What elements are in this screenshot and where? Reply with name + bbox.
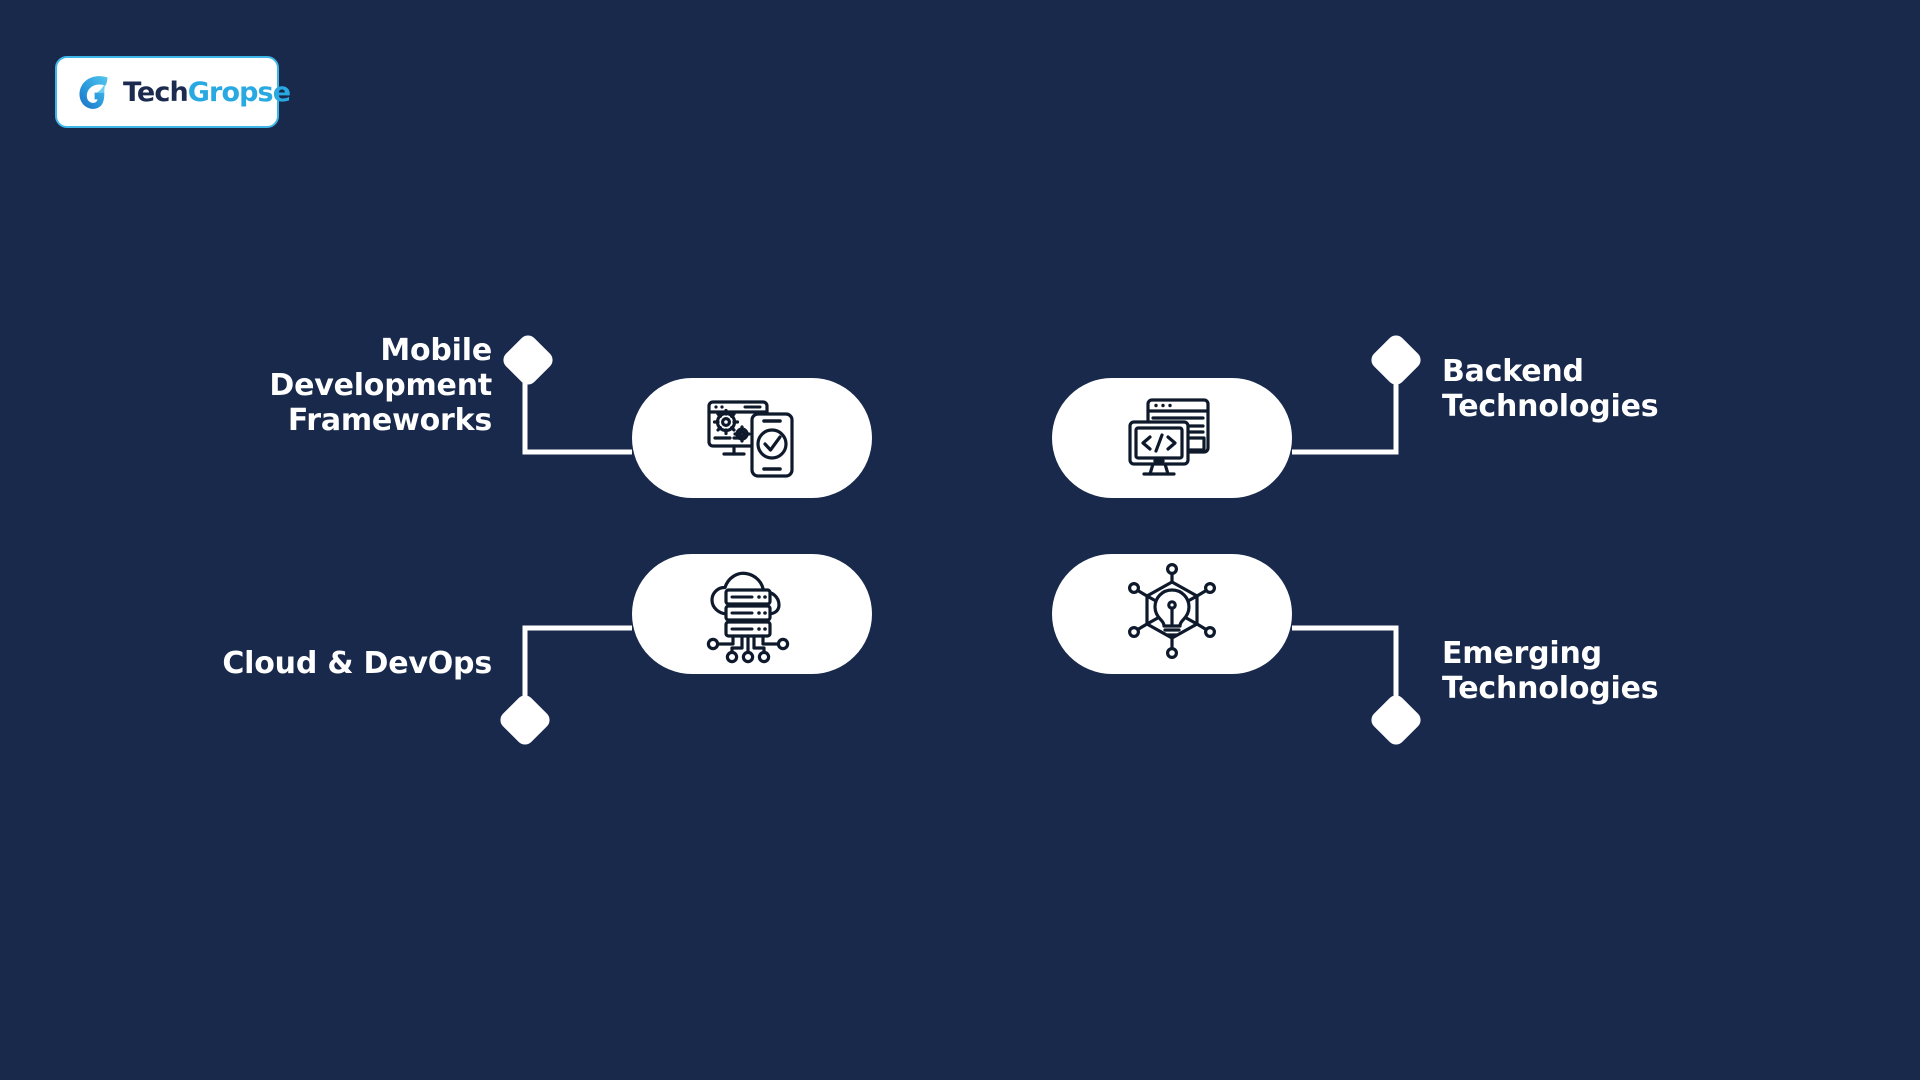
label-mobile-development-frameworks: Mobile Development Frameworks bbox=[269, 333, 492, 438]
card-backend[interactable] bbox=[1052, 378, 1292, 498]
cloud-server-network-icon bbox=[706, 571, 790, 664]
logo-wordmark-gropse: Gropse bbox=[187, 76, 291, 108]
label-emerging-technologies: Emerging Technologies bbox=[1442, 636, 1659, 706]
connector-line-backend bbox=[1292, 382, 1399, 455]
connector-node-cloud bbox=[500, 695, 550, 745]
connector-line-mobile bbox=[522, 382, 632, 455]
label-backend-technologies: Backend Technologies bbox=[1442, 354, 1659, 424]
card-emerging[interactable] bbox=[1052, 554, 1292, 674]
card-cloud[interactable] bbox=[632, 554, 872, 674]
techgropse-logo[interactable]: TechGropse bbox=[55, 56, 291, 128]
card-mobile[interactable] bbox=[632, 378, 872, 498]
mobile-app-development-icon bbox=[707, 400, 794, 478]
label-cloud-devops: Cloud & DevOps bbox=[222, 646, 492, 681]
logo-wordmark: TechGropse bbox=[123, 76, 291, 108]
logo-wordmark-tech: Tech bbox=[123, 76, 189, 108]
stylized-g-icon bbox=[79, 76, 108, 109]
connector-node-mobile bbox=[503, 335, 553, 385]
lightbulb-hexagon-network-icon bbox=[1128, 562, 1216, 659]
connector-line-emerging bbox=[1292, 625, 1399, 698]
connector-node-emerging bbox=[1371, 695, 1421, 745]
connector-line-cloud bbox=[522, 625, 632, 698]
code-monitor-icon bbox=[1128, 398, 1210, 476]
connector-node-backend bbox=[1371, 335, 1421, 385]
